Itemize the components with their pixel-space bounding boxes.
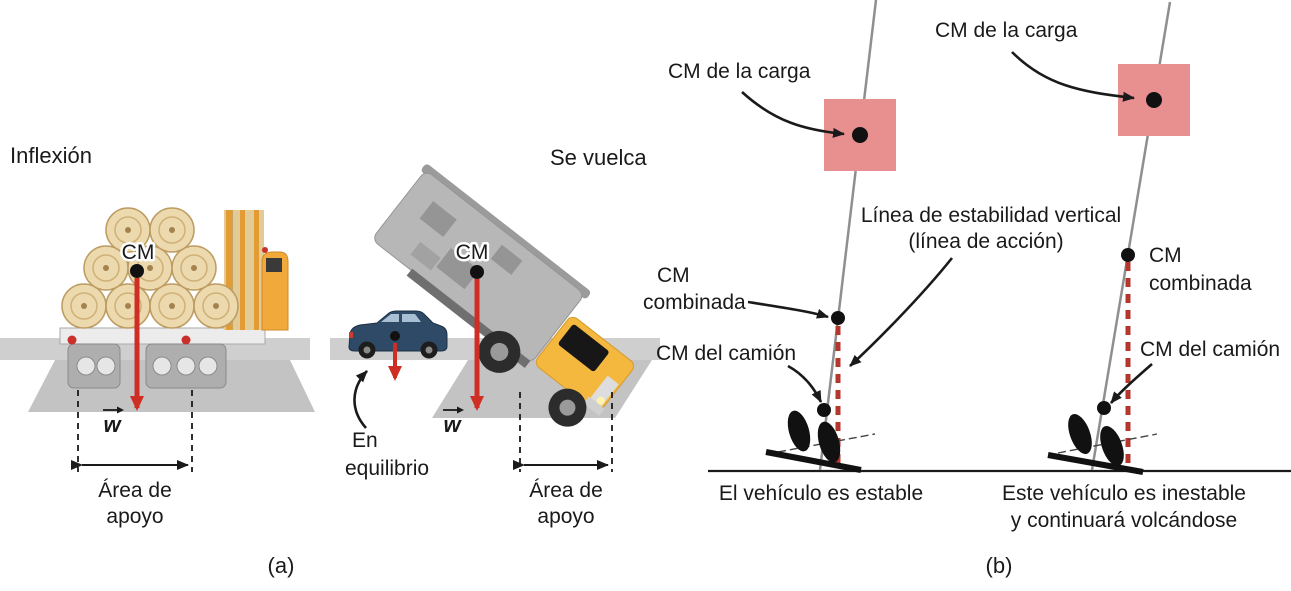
wheel-left [1068,413,1092,455]
unstable-caption-1: Este vehículo es inestable [1002,482,1246,505]
stability-line-pointer-arrow [849,257,954,367]
car-illustration [348,310,448,381]
vector-arrowhead-icon [457,406,464,414]
equilibrio-pointer-arrow [353,370,368,429]
truck2-weight-symbol: w [443,406,464,437]
load-cm-pointer-arrow [1011,51,1135,102]
combined-cm-pointer-arrow [747,300,829,319]
panel-b-caption: (b) [986,553,1013,578]
truck1-area-label-1: Área de [98,479,172,502]
wheel-right [1100,425,1124,467]
truck1-weight-symbol: w [103,406,124,437]
vector-arrowhead-icon [117,406,124,414]
truck-cm-label: CM del camión [656,342,796,365]
truck2-area-label-1: Área de [529,479,603,502]
stability-line-label-1: Línea de estabilidad vertical [861,204,1121,227]
tail-light-right [181,335,191,345]
combined-cm-dot [831,311,845,325]
log-stack [61,207,239,329]
panel-a: Inflexión Se vuelca [0,143,660,578]
truck-cm-pointer-arrow [1109,363,1153,404]
truck-cm-pointer-arrow [787,364,823,403]
truck1-cm-dot [130,264,144,278]
truck-cm-label: CM del camión [1140,338,1280,361]
combined-cm-label-1: CM [1149,244,1182,267]
stability-line-label-2: (línea de acción) [908,230,1063,253]
equilibrio-label-2: equilibrio [345,457,429,480]
vehicle-base-bar [1047,452,1144,475]
tail-light-left [67,335,77,345]
load-cm-pointer-arrow [741,91,845,138]
car-cm-dot [390,331,400,341]
combined-cm-label-1: CM [657,264,690,287]
load-cm-label: CM de la carga [935,19,1078,42]
truck-cm-dot [1097,401,1111,415]
truck1-cm-label: CM [122,241,155,264]
load-cm-dot [1146,92,1162,108]
truck2-cm-label: CM [456,241,489,264]
load-cm-label: CM de la carga [668,60,811,83]
se-vuelca-label: Se vuelca [550,145,647,170]
combined-cm-dot [1121,248,1135,262]
wheel-right [817,421,841,463]
stable-vehicle-diagram: CM de la carga CM combinada CM del camió… [643,0,923,505]
load-cm-dot [852,127,868,143]
svg-text:w: w [103,412,122,437]
inflexion-label: Inflexión [10,143,92,168]
equilibrio-label-1: En [352,429,378,452]
truck1-area-label-2: apoyo [106,505,163,528]
unstable-caption-2: y continuará volcándose [1011,509,1237,532]
vehicle-base-bar [765,449,862,473]
truck2-area-label-2: apoyo [537,505,594,528]
tilt-axis-line [818,0,878,471]
svg-text:w: w [443,412,462,437]
panel-a-caption: (a) [268,553,295,578]
truck-cm-dot [817,403,831,417]
truck2-cm-dot [470,265,484,279]
trailer-bed [59,327,266,345]
wheel-left [787,410,811,452]
combined-cm-label-2: combinada [643,291,746,314]
car-body [348,310,448,352]
combined-cm-label-2: combinada [1149,272,1252,295]
panel-b: CM de la carga CM combinada CM del camió… [643,0,1291,578]
unstable-vehicle-diagram: CM de la carga CM combinada CM del camió… [935,1,1280,532]
stable-caption: El vehículo es estable [719,482,923,505]
